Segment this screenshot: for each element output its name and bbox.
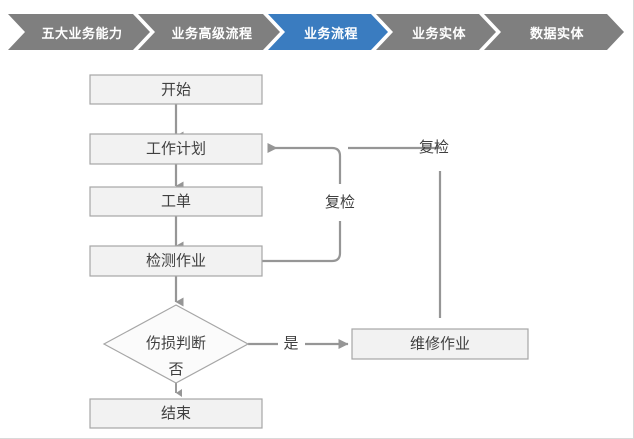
breadcrumb-item-5-label: 数据实体 bbox=[529, 25, 584, 41]
breadcrumb-item-3-active[interactable]: 业务流程 bbox=[268, 14, 388, 50]
node-workorder-box[interactable] bbox=[89, 186, 263, 217]
breadcrumb-item-1-label: 五大业务能力 bbox=[41, 25, 123, 41]
node-inspect-label: 检测作业 bbox=[146, 252, 206, 269]
breadcrumb-item-2[interactable]: 业务高级流程 bbox=[138, 14, 280, 50]
breadcrumb-item-3-label: 业务流程 bbox=[303, 25, 358, 41]
breadcrumb-item-4-label: 业务实体 bbox=[411, 25, 466, 41]
breadcrumb: 五大业务能力 业务高级流程 业务流程 业务实体 数据实体 bbox=[0, 14, 634, 50]
breadcrumb-item-4[interactable]: 业务实体 bbox=[376, 14, 496, 50]
node-start-box[interactable] bbox=[89, 74, 263, 105]
node-workplan-label: 工作计划 bbox=[146, 140, 206, 157]
edge-label-yes: 是 bbox=[283, 335, 298, 352]
edge-inspect-recheck-upper bbox=[267, 143, 342, 184]
edge-label-no: 否 bbox=[168, 361, 183, 378]
breadcrumb-item-2-label: 业务高级流程 bbox=[171, 25, 253, 41]
node-end-label: 结束 bbox=[161, 405, 191, 422]
node-inspect-box[interactable] bbox=[89, 245, 263, 277]
node-start-label: 开始 bbox=[161, 81, 191, 98]
breadcrumb-item-1[interactable]: 五大业务能力 bbox=[8, 14, 150, 50]
node-decision-label: 伤损判断 bbox=[146, 335, 206, 352]
flowchart-canvas: 开始 工作计划 工单 检测作业 伤损判断 维修作业 结束 复检 复检 是 否 bbox=[0, 56, 633, 438]
edge-label-recheck-outer: 复检 bbox=[419, 138, 449, 156]
edge-inspect-recheck-lower bbox=[262, 221, 342, 263]
node-workorder-label: 工单 bbox=[161, 193, 191, 210]
breadcrumb-item-5[interactable]: 数据实体 bbox=[484, 14, 624, 50]
edge-label-recheck-inner: 复检 bbox=[325, 193, 355, 211]
node-end-box[interactable] bbox=[89, 398, 263, 429]
node-workplan-box[interactable] bbox=[89, 133, 263, 165]
node-repair-box[interactable] bbox=[351, 328, 529, 360]
flowchart-svg: 开始 工作计划 工单 检测作业 伤损判断 维修作业 结束 复检 复检 是 否 bbox=[89, 74, 529, 429]
node-repair-label: 维修作业 bbox=[410, 335, 470, 352]
node-decision-diamond[interactable] bbox=[102, 304, 250, 384]
